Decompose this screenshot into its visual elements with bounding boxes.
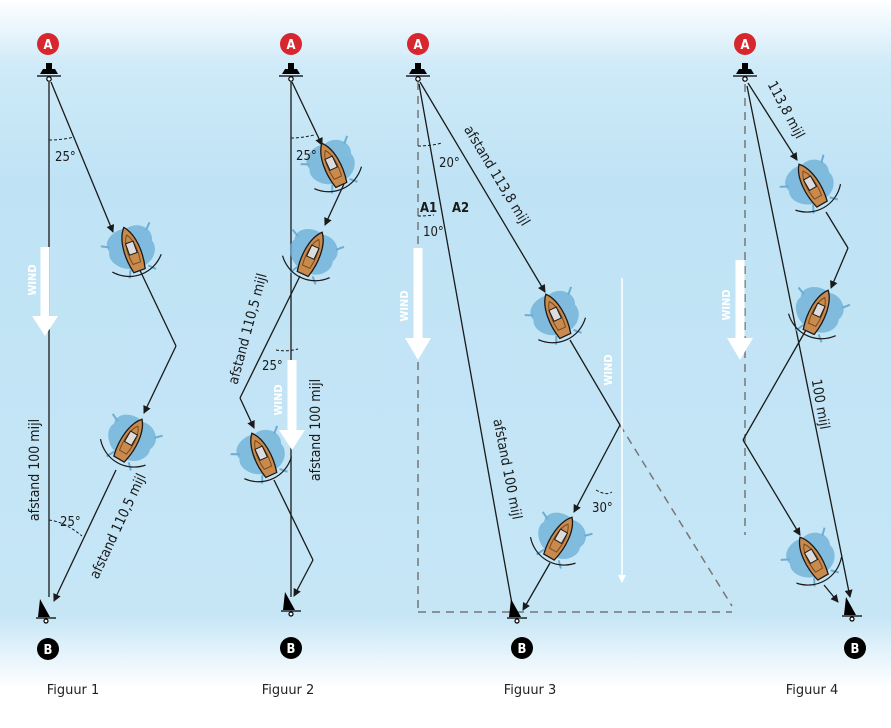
- a2-label: A2: [452, 201, 469, 216]
- wind-label: WIND: [26, 264, 39, 295]
- point-a-label: A: [286, 38, 295, 53]
- figure-caption: Figuur 4: [786, 683, 839, 698]
- angle-label: 25°: [60, 515, 81, 530]
- wind-arrow-icon: [727, 338, 753, 360]
- angle-label: 20°: [439, 156, 460, 171]
- a1-label: A1: [420, 201, 437, 216]
- angle-label: 30°: [592, 501, 613, 516]
- angle-label: 10°: [423, 225, 444, 240]
- point-a-label: A: [740, 38, 749, 53]
- wind-label: WIND: [602, 354, 615, 385]
- figure-caption: Figuur 1: [47, 683, 100, 698]
- point-a-label: A: [43, 38, 52, 53]
- point-a-badge: [37, 33, 59, 55]
- wind-label: WIND: [398, 290, 411, 321]
- figure-caption: Figuur 2: [262, 683, 315, 698]
- point-a-label: A: [413, 38, 422, 53]
- point-b-badge: [511, 637, 533, 659]
- point-b-label: B: [851, 642, 860, 657]
- point-a-badge: [407, 33, 429, 55]
- distance-label: afstand 100 mijl: [308, 379, 324, 481]
- angle-label: 25°: [296, 149, 317, 164]
- wind-arrow-icon: [32, 316, 58, 336]
- point-a-badge: [734, 33, 756, 55]
- angle-label: 25°: [262, 359, 283, 374]
- wind-label: WIND: [720, 289, 733, 320]
- wind-arrow-icon: [405, 338, 431, 360]
- distance-label: afstand 100 mijl: [27, 419, 43, 521]
- figure-caption: Figuur 3: [504, 683, 557, 698]
- point-b-badge: [37, 638, 59, 660]
- wind-arrow-icon: [279, 430, 305, 450]
- wind-label: WIND: [272, 384, 285, 415]
- point-b-label: B: [518, 642, 527, 657]
- point-b-badge: [280, 637, 302, 659]
- point-b-badge: [844, 637, 866, 659]
- point-b-label: B: [287, 642, 296, 657]
- point-a-badge: [280, 33, 302, 55]
- point-b-label: B: [44, 643, 53, 658]
- angle-label: 25°: [55, 150, 76, 165]
